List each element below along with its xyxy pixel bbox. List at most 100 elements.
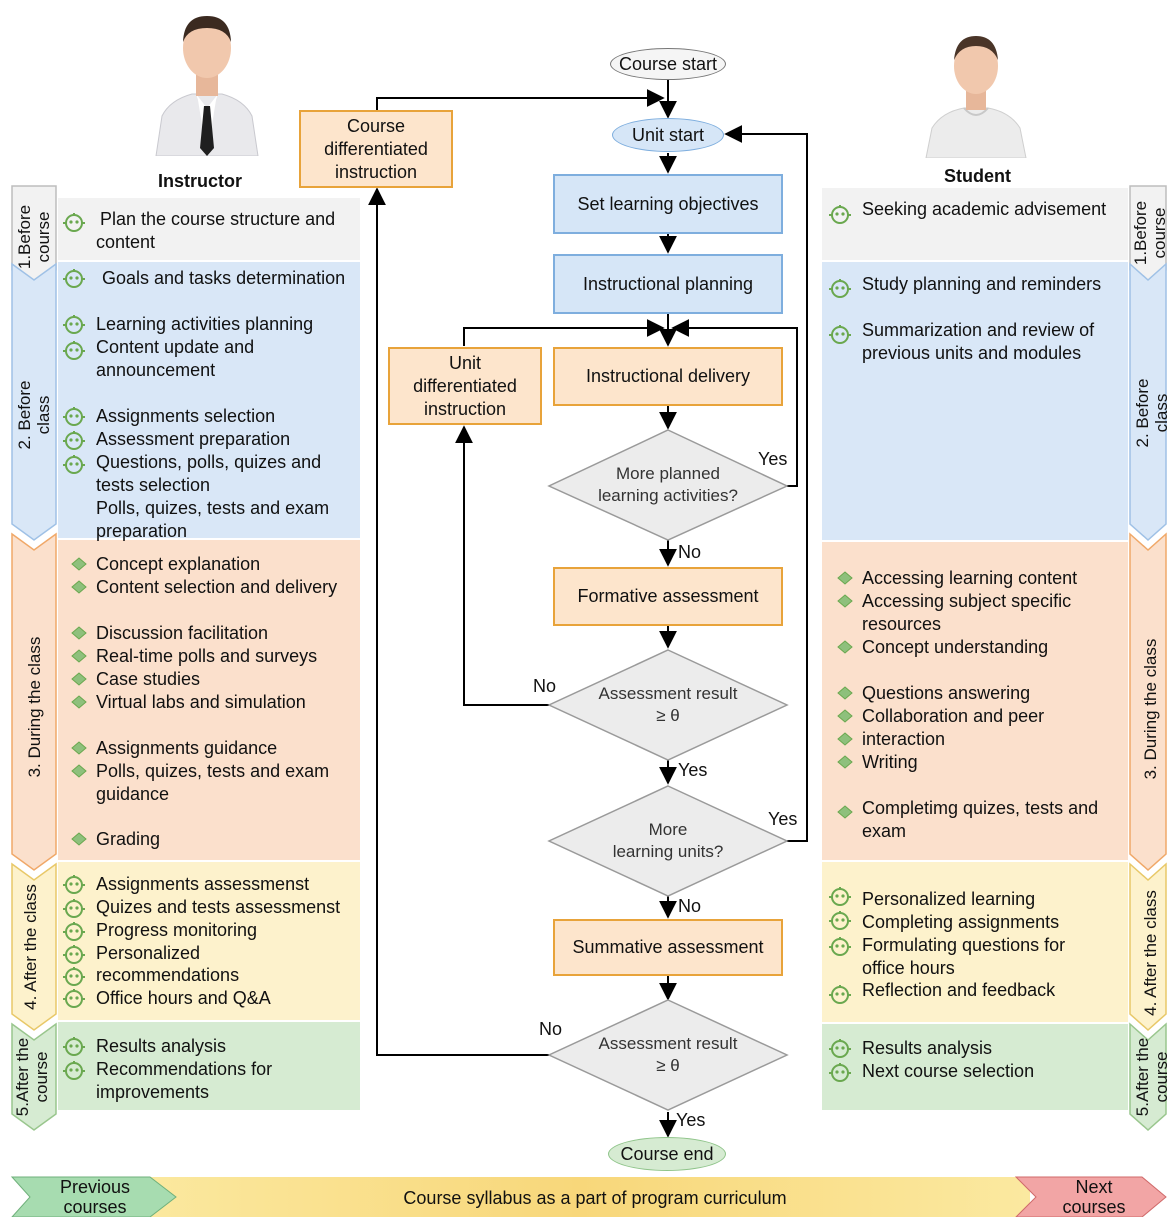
- student-item: Results analysis: [862, 1038, 993, 1058]
- instructor-item: Polls, quizes, tests and exam: [96, 498, 330, 518]
- small-ai-icon: [837, 755, 853, 769]
- instructor-item: Recommendations for: [96, 1059, 273, 1079]
- student-item: Accessing subject specific: [862, 591, 1072, 611]
- student-avatar: [920, 30, 1032, 159]
- instructor-band-before-course: [58, 198, 360, 260]
- course-syllabus-label: Course syllabus as a part of program cur…: [403, 1188, 787, 1208]
- edge-label-no: No: [539, 1019, 563, 1039]
- instructor-label: Instructor: [158, 171, 243, 191]
- small-ai-icon: [837, 594, 853, 608]
- previous-courses-label: Previous courses: [59, 1177, 131, 1217]
- student-item: Completing assignments: [862, 912, 1060, 932]
- ai-assistant-icon: [829, 937, 851, 956]
- small-ai-icon: [71, 832, 87, 846]
- student-item: Formulating questions for: [862, 935, 1066, 955]
- instructor-item: Concept explanation: [96, 554, 261, 574]
- instructor-band-during-class: [58, 540, 360, 860]
- right-stage-arrows: [1129, 185, 1167, 1132]
- small-ai-icon: [837, 571, 853, 585]
- ai-assistant-icon: [63, 455, 85, 474]
- decision-more-units: More learning units?: [612, 820, 724, 861]
- next-courses-label: Next courses: [1062, 1177, 1126, 1217]
- ai-assistant-icon: [63, 989, 85, 1008]
- ai-assistant-icon: [829, 325, 851, 344]
- instructor-item: content: [96, 232, 156, 252]
- instructor-item: tests selection: [96, 475, 211, 495]
- student-item: Personalized learning: [862, 889, 1036, 909]
- ai-assistant-icon: [829, 911, 851, 930]
- instructor-item: Polls, quizes, tests and exam: [96, 761, 330, 781]
- ai-assistant-icon: [63, 213, 85, 232]
- student-item: exam: [862, 821, 907, 841]
- ai-assistant-icon: [63, 922, 85, 941]
- instructor-item: Assignments assessmenst: [96, 874, 310, 894]
- instructor-item: Office hours and Q&A: [96, 988, 271, 1008]
- small-ai-icon: [71, 649, 87, 663]
- small-ai-icon: [837, 709, 853, 723]
- instructor-avatar: [148, 8, 266, 157]
- decision-assessment-result-1: Assessment result ≥ θ: [598, 684, 738, 725]
- formative-assessment-step: Formative assessment: [553, 567, 783, 626]
- ai-assistant-icon: [829, 279, 851, 298]
- instructor-band-before-class: [58, 262, 360, 538]
- student-band-before-course: [822, 188, 1128, 260]
- ai-assistant-icon: [63, 1037, 85, 1056]
- instructor-item: Content update and: [96, 337, 255, 357]
- course-differentiated-instruction-step: Course differentiated instruction: [299, 110, 453, 188]
- student-item: office hours: [862, 958, 955, 978]
- ai-assistant-icon: [829, 1063, 851, 1082]
- small-ai-icon: [71, 626, 87, 640]
- edge-label-no: No: [533, 676, 557, 696]
- instructor-item: Assignments selection: [96, 406, 276, 426]
- edge-label-yes: Yes: [678, 760, 708, 780]
- ai-assistant-icon: [829, 1039, 851, 1058]
- ai-assistant-icon: [63, 967, 85, 986]
- student-item: Writing: [862, 752, 918, 772]
- instructional-delivery-step: Instructional delivery: [553, 347, 783, 406]
- curriculum-bar: [10, 1176, 1167, 1217]
- instructor-item: Assignments guidance: [96, 738, 278, 758]
- student-item: Study planning and reminders: [862, 274, 1102, 294]
- instructor-item: Learning activities planning: [96, 314, 314, 334]
- small-ai-icon: [71, 580, 87, 594]
- small-ai-icon: [837, 805, 853, 819]
- ai-assistant-icon: [63, 341, 85, 360]
- student-item: Seeking academic advisement: [862, 199, 1107, 219]
- instructor-item: Results analysis: [96, 1036, 227, 1056]
- instructor-item: recommendations: [96, 965, 240, 985]
- instructor-item: guidance: [96, 784, 170, 804]
- student-item: resources: [862, 614, 942, 634]
- student-label: Student: [944, 166, 1011, 186]
- edge-label-yes: Yes: [768, 809, 798, 829]
- instructional-planning-step: Instructional planning: [553, 254, 783, 314]
- instructor-item: preparation: [96, 521, 188, 541]
- instructor-item: Grading: [96, 829, 161, 849]
- student-band-after-class: [822, 862, 1128, 1022]
- student-item: Summarization and review of: [862, 320, 1095, 340]
- student-item: interaction: [862, 729, 946, 749]
- small-ai-icon: [837, 640, 853, 654]
- ai-assistant-icon: [63, 431, 85, 450]
- small-ai-icon: [71, 672, 87, 686]
- instructor-item: Discussion facilitation: [96, 623, 269, 643]
- student-band-during-class: [822, 542, 1128, 860]
- instructor-item: Virtual labs and simulation: [96, 692, 306, 712]
- instructor-item: improvements: [96, 1082, 210, 1102]
- decision-assessment-result-2: Assessment result ≥ θ: [598, 1034, 738, 1075]
- instructor-item: Personalized: [96, 943, 201, 963]
- ai-assistant-icon: [63, 875, 85, 894]
- ai-assistant-icon: [63, 899, 85, 918]
- course-start-node: Course start: [610, 48, 726, 80]
- edge-label-yes: Yes: [676, 1110, 706, 1130]
- ai-assistant-icon: [63, 315, 85, 334]
- edge-label-no: No: [678, 896, 702, 916]
- instructor-item: Case studies: [96, 669, 201, 689]
- instructor-item: Content selection and delivery: [96, 577, 338, 597]
- student-band-before-class: [822, 262, 1128, 540]
- ai-assistant-icon: [829, 887, 851, 906]
- ai-assistant-icon: [829, 205, 851, 224]
- ai-assistant-icon: [829, 985, 851, 1004]
- student-item: Concept understanding: [862, 637, 1049, 657]
- instructor-item: Real-time polls and surveys: [96, 646, 318, 666]
